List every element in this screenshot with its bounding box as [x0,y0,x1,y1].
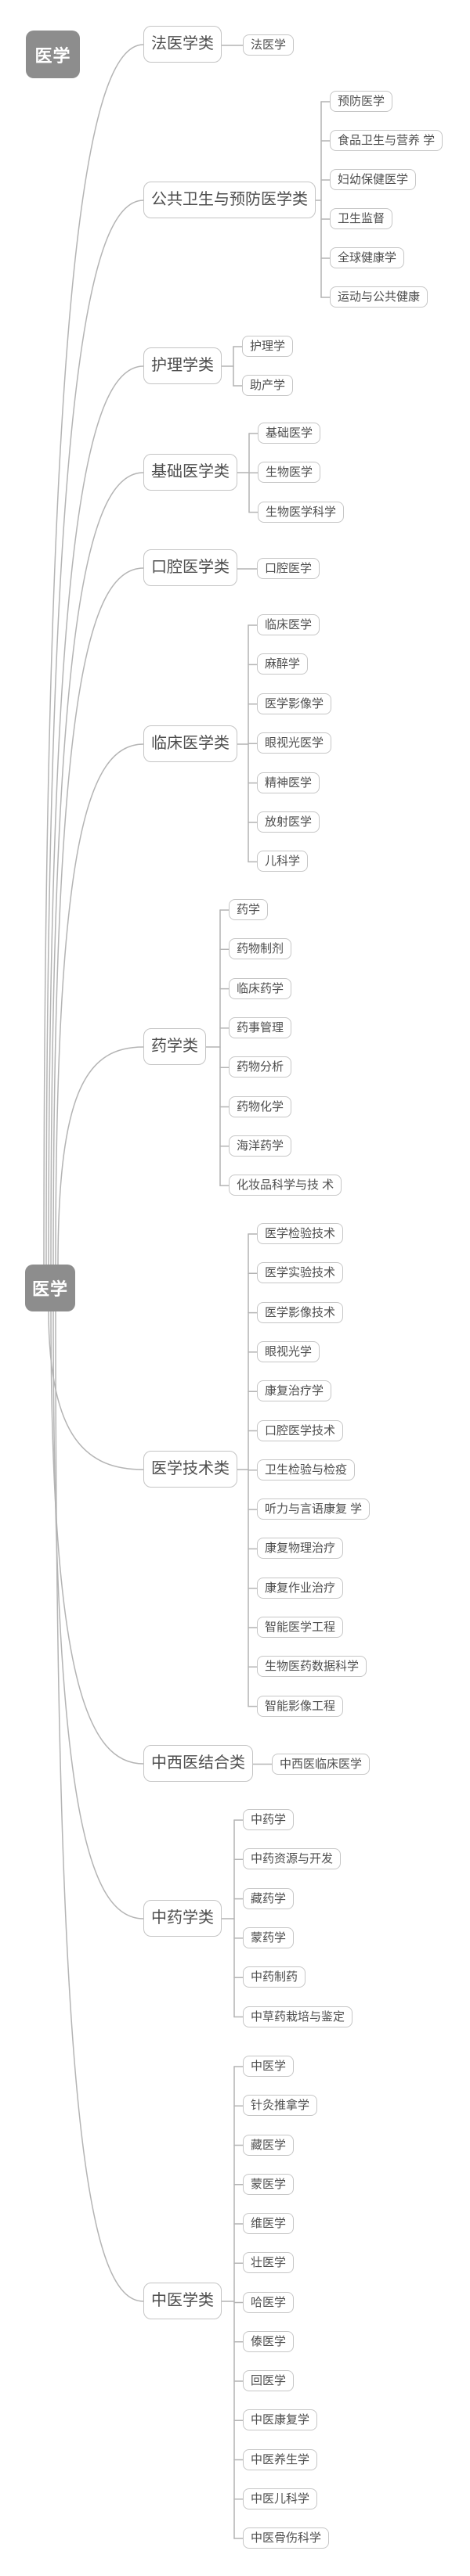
child-node[interactable]: 中西医临床医学 [272,1753,371,1775]
child-node[interactable]: 运动与公共健康 [330,286,428,308]
child-node[interactable]: 蒙医学 [243,2173,295,2195]
category-node-zhongxiyi[interactable]: 中西医结合类 [143,1745,253,1782]
child-node[interactable]: 维医学 [243,2213,295,2234]
child-node[interactable]: 医学实验技术 [257,1262,344,1284]
child-node[interactable]: 中医骨伤科学 [243,2527,330,2549]
child-node[interactable]: 针灸推拿学 [243,2095,318,2117]
child-node[interactable]: 生物医药数据科学 [257,1656,367,1678]
child-node[interactable]: 助产学 [242,375,294,396]
child-node[interactable]: 眼视光医学 [257,732,332,754]
child-node[interactable]: 口腔医学 [257,558,320,579]
child-node[interactable]: 卫生检验与检疫 [257,1459,356,1480]
child-node[interactable]: 医学影像技术 [257,1301,344,1323]
child-node[interactable]: 藏药学 [243,1887,295,1909]
child-node[interactable]: 临床药学 [229,977,292,999]
child-node[interactable]: 眼视光学 [257,1340,320,1362]
child-node[interactable]: 中医康复学 [243,2409,318,2431]
child-node[interactable]: 基础医学 [258,423,321,444]
child-node[interactable]: 口腔医学技术 [257,1419,344,1441]
child-node[interactable]: 蒙药学 [243,1927,295,1948]
child-node[interactable]: 生物医学科学 [258,501,345,523]
child-node[interactable]: 中药资源与开发 [243,1848,342,1870]
child-node[interactable]: 医学影像学 [257,693,332,714]
child-node[interactable]: 护理学 [242,336,294,357]
category-node-jichu[interactable]: 基础医学类 [143,454,237,491]
child-node[interactable]: 回医学 [243,2370,295,2391]
category-node-kouqiang[interactable]: 口腔医学类 [143,549,237,586]
child-node[interactable]: 卫生监督 [330,208,393,229]
child-node[interactable]: 精神医学 [257,772,320,793]
child-node[interactable]: 生物医学 [258,462,321,484]
child-node[interactable]: 中药学 [243,1809,295,1830]
category-node-zhongyao[interactable]: 中药学类 [143,1900,222,1937]
child-node[interactable]: 中草药栽培与鉴定 [243,2006,353,2027]
child-node[interactable]: 儿科学 [257,851,309,872]
category-node-gongwei[interactable]: 公共卫生与预防医学类 [143,182,316,218]
child-node[interactable]: 医学检验技术 [257,1223,344,1244]
child-node[interactable]: 药物制剂 [229,938,292,960]
child-node[interactable]: 智能医学工程 [257,1617,344,1638]
child-node[interactable]: 临床医学 [257,614,320,635]
child-node[interactable]: 预防医学 [330,91,393,112]
child-node[interactable]: 哈医学 [243,2291,295,2313]
category-node-fayixue[interactable]: 法医学类 [143,26,222,63]
child-node[interactable]: 康复治疗学 [257,1380,332,1402]
child-node[interactable]: 药物分析 [229,1056,292,1078]
category-node-yaoxue[interactable]: 药学类 [143,1028,206,1065]
child-node[interactable]: 药事管理 [229,1016,292,1038]
child-node[interactable]: 麻醉学 [257,653,309,675]
category-node-huli[interactable]: 护理学类 [143,347,222,384]
child-node[interactable]: 中医学 [243,2056,295,2077]
child-node[interactable]: 法医学 [243,34,295,56]
map-title-badge: 医学 [26,31,80,78]
child-node[interactable]: 藏医学 [243,2134,295,2156]
child-node[interactable]: 中药制药 [243,1966,306,1988]
child-node[interactable]: 药物化学 [229,1096,292,1117]
child-node[interactable]: 药学 [229,899,269,920]
child-node[interactable]: 傣医学 [243,2330,295,2352]
child-node[interactable]: 放射医学 [257,811,320,833]
root-node[interactable]: 医学 [25,1265,75,1311]
child-node[interactable]: 海洋药学 [229,1135,292,1157]
child-node[interactable]: 中医养生学 [243,2448,318,2470]
child-node[interactable]: 妇幼保健医学 [330,169,417,190]
child-node[interactable]: 康复物理治疗 [257,1538,344,1560]
category-node-zhongyi[interactable]: 中医学类 [143,2283,222,2319]
child-node[interactable]: 康复作业治疗 [257,1577,344,1599]
child-node[interactable]: 智能影像工程 [257,1695,344,1717]
child-node[interactable]: 听力与言语康复 学 [257,1498,371,1520]
child-node[interactable]: 中医儿科学 [243,2488,318,2509]
child-node[interactable]: 全球健康学 [330,247,405,268]
child-node[interactable]: 壮医学 [243,2252,295,2274]
category-node-jishu[interactable]: 医学技术类 [143,1451,237,1488]
child-node[interactable]: 化妆品科学与技 术 [229,1175,342,1196]
category-node-linchuang[interactable]: 临床医学类 [143,725,237,762]
child-node[interactable]: 食品卫生与营养 学 [330,130,443,151]
